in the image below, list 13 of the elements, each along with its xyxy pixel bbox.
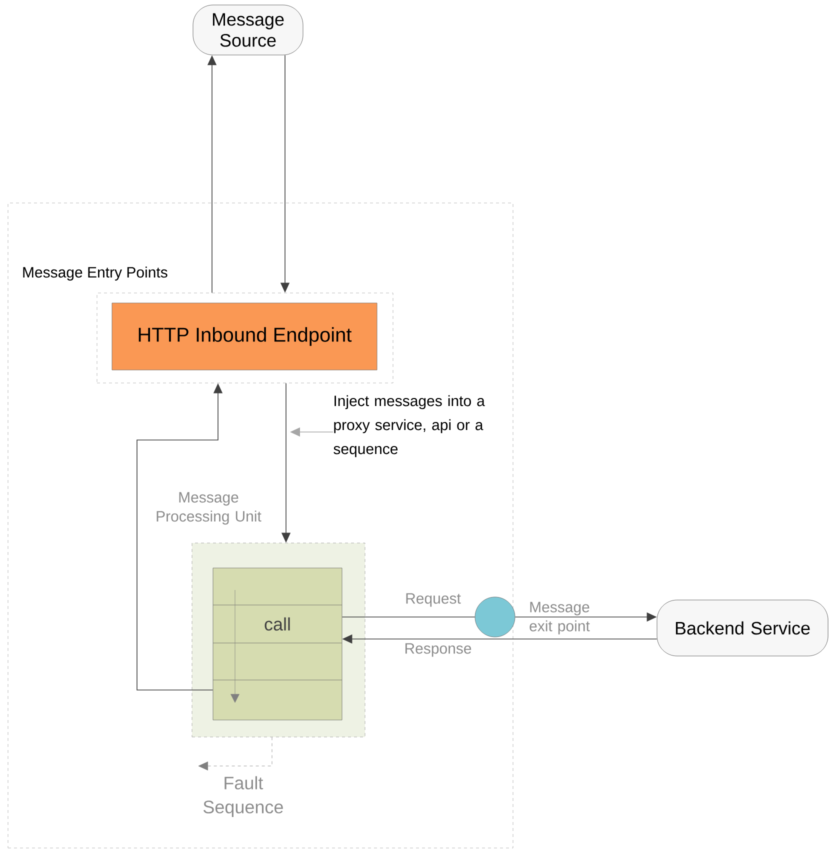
inject-note: Inject messages into a proxy service, api or a sequence bbox=[334, 395, 485, 458]
endpoint-box: HTTP Inbound Endpoint bbox=[112, 302, 378, 370]
source-capsule: Message Source bbox=[192, 4, 304, 56]
fault-sequence-label: Fault Sequence bbox=[203, 776, 283, 817]
edge-label: Response bbox=[403, 642, 473, 658]
node-label: Message Processing Unit bbox=[156, 492, 262, 525]
backend-capsule: Backend Service bbox=[656, 600, 828, 656]
node-label: Message exit point bbox=[530, 602, 590, 634]
arrow bbox=[198, 737, 272, 770]
system-boundary bbox=[8, 202, 514, 848]
mediator-stack: call bbox=[212, 568, 342, 720]
edge-label: Request bbox=[404, 592, 462, 608]
node-label: Message Entry Points bbox=[23, 266, 168, 281]
